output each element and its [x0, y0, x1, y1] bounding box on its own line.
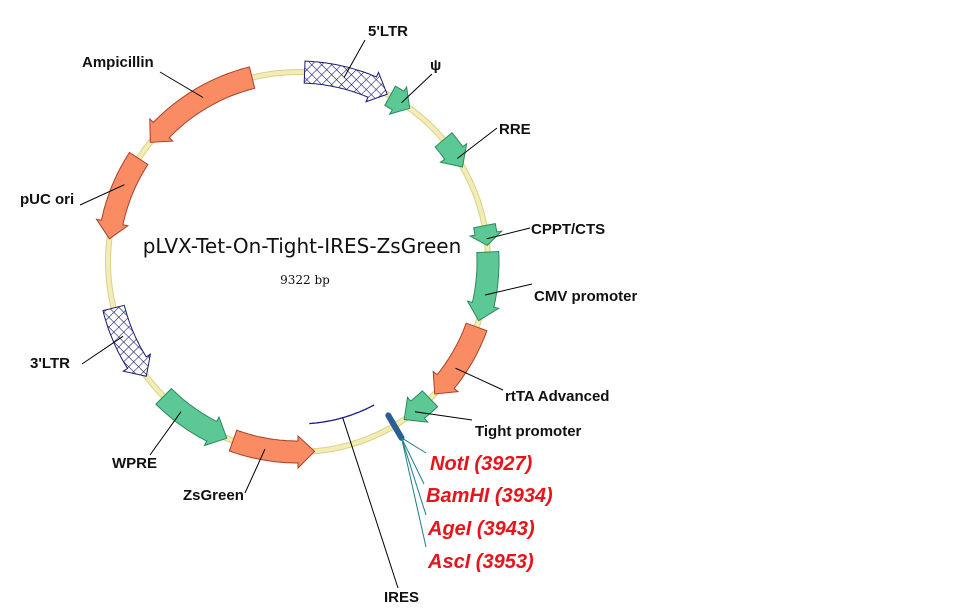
feature-arrow-zsgreen: [228, 429, 316, 470]
label-cmv-promoter: CMV promoter: [534, 288, 638, 305]
feature-arrow-ltr5: [303, 60, 388, 103]
feature-arrow-rtta: [432, 322, 488, 395]
plasmid-size: 9322 bp: [280, 273, 330, 287]
leader-line-wpre: [149, 411, 182, 456]
feature-arrow-tight: [403, 390, 439, 423]
label-puc-ori: pUC ori: [20, 191, 74, 208]
feature-arrow-cppt: [468, 223, 504, 247]
restriction-sites: [385, 412, 427, 548]
leader-line-rre: [456, 127, 498, 159]
leader-lines: [79, 39, 533, 494]
leader-line-zsgreen: [244, 448, 266, 494]
site-leader-agei: [401, 437, 427, 516]
label-3ltr: 3'LTR: [30, 355, 70, 372]
site-leader-asci: [401, 437, 427, 548]
label-cppt-cts: CPPT/CTS: [531, 221, 605, 238]
feature-arrow-ltr3: [102, 304, 152, 377]
label-wpre: WPRE: [112, 455, 157, 472]
leader-line-tight: [414, 411, 473, 421]
feature-arrow-rre: [434, 132, 468, 168]
feature-arrow-cmv: [466, 250, 501, 322]
leader-line-cmv: [484, 283, 533, 296]
feature-arrows: [95, 60, 504, 470]
leader-line-psi: [401, 73, 433, 104]
ires-arc: [309, 404, 375, 425]
feature-arrow-amp: [149, 66, 256, 143]
restriction-site-marker: [385, 412, 405, 441]
feature-arrow-puc: [95, 151, 149, 240]
leader-line-cppt: [486, 227, 531, 240]
feature-arrow-psi: [384, 85, 411, 115]
label-ampicillin: Ampicillin: [82, 54, 154, 71]
label-ires: IRES: [384, 589, 419, 606]
plasmid-name: pLVX-Tet-On-Tight-IRES-ZsGreen: [143, 234, 462, 258]
feature-arrow-wpre: [155, 387, 228, 447]
leader-line-3ltr: [81, 335, 124, 365]
label-rre: RRE: [499, 121, 531, 138]
site-leader-bamhi: [401, 437, 425, 485]
site-leader-noti: [401, 437, 427, 454]
label-psi: ψ: [430, 57, 441, 74]
leader-line-amp: [159, 71, 204, 98]
site-label-agei: AgeI (3943): [427, 518, 535, 540]
leader-line-ires: [342, 417, 399, 589]
label-rtta-advanced: rtTA Advanced: [505, 388, 609, 405]
ires-annotation: [309, 404, 399, 589]
label-tight-promoter: Tight promoter: [475, 423, 582, 440]
leader-line-rtta: [455, 367, 504, 391]
site-label-bamhi: BamHI (3934): [426, 485, 553, 507]
leader-line-5ltr: [343, 39, 366, 78]
site-label-asci: AscI (3953): [427, 551, 534, 573]
label-zsgreen: ZsGreen: [183, 487, 244, 504]
label-5ltr: 5'LTR: [368, 23, 408, 40]
site-label-noti: NotI (3927): [430, 453, 533, 475]
leader-line-puc: [79, 184, 125, 206]
